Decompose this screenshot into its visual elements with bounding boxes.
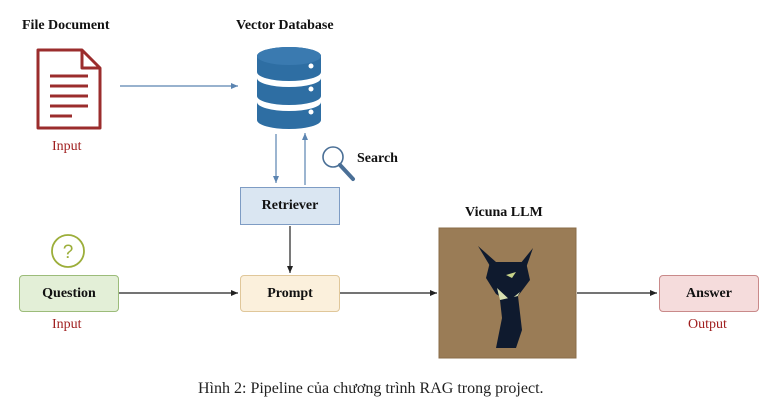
prompt-label: Prompt bbox=[267, 285, 313, 301]
figure-caption: Hình 2: Pipeline của chương trình RAG tr… bbox=[198, 380, 544, 397]
database-icon bbox=[257, 47, 321, 129]
file-document-icon bbox=[36, 48, 102, 130]
question-label: Question bbox=[42, 285, 96, 301]
retriever-box: Retriever bbox=[240, 187, 340, 225]
answer-box: Answer bbox=[659, 275, 759, 312]
question-icon: ? bbox=[51, 234, 85, 268]
search-label: Search bbox=[357, 151, 398, 166]
file-document-title: File Document bbox=[22, 18, 110, 33]
prompt-box: Prompt bbox=[240, 275, 340, 312]
svg-text:?: ? bbox=[63, 242, 74, 263]
answer-label: Answer bbox=[686, 285, 732, 301]
question-input-label: Input bbox=[52, 317, 82, 332]
search-icon bbox=[322, 146, 355, 181]
file-document-input-label: Input bbox=[52, 139, 82, 154]
question-box: Question bbox=[19, 275, 119, 312]
vicuna-llm-title: Vicuna LLM bbox=[465, 205, 543, 220]
answer-output-label: Output bbox=[688, 317, 727, 332]
retriever-label: Retriever bbox=[261, 198, 319, 213]
vector-database-title: Vector Database bbox=[236, 18, 334, 33]
vicuna-llm-image bbox=[438, 227, 577, 359]
